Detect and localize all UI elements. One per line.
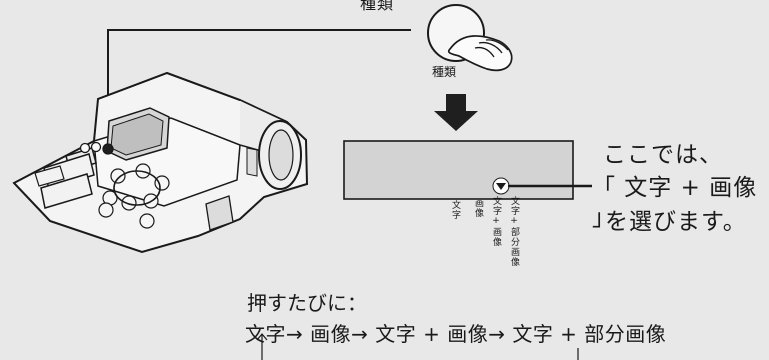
- finger-icon: [447, 35, 513, 72]
- display-option-text-image: 文字+画像: [491, 196, 501, 247]
- button-label: 種類: [432, 65, 457, 79]
- sequence-title: 押すたびに：: [247, 291, 367, 315]
- header-fragment: 種類: [360, 0, 395, 13]
- device-illustration: [12, 71, 309, 254]
- display-option-text-partial-image: 文字+部分画像: [509, 196, 519, 267]
- note-line-1: ここでは、: [603, 142, 723, 168]
- selection-marker-icon: [496, 183, 506, 190]
- press-button-illustration: [427, 4, 513, 72]
- sequence-text: 文字→ 画像→ 文字 + 画像→ 文字 + 部分画像: [245, 322, 667, 346]
- note-line-2: 「 文字 + 画像 」: [592, 175, 758, 231]
- display-panel: [343, 140, 574, 200]
- note-line-3: を選びます。: [605, 209, 747, 235]
- display-option-image: 画像: [473, 198, 483, 218]
- down-arrow-icon: [434, 94, 478, 131]
- cycle-arrow-icon: [256, 333, 268, 341]
- display-option-text: 文字: [450, 200, 460, 220]
